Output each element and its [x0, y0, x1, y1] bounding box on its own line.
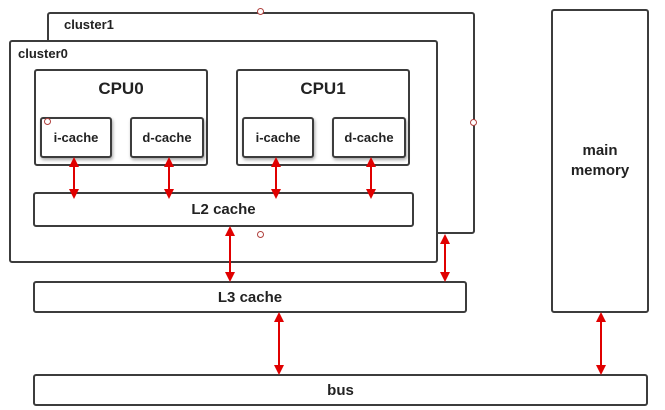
l3-cache: L3 cache: [33, 281, 467, 313]
cpu0-label: CPU0: [98, 79, 144, 98]
main-memory: main memory: [551, 9, 649, 313]
l2-cache: L2 cache: [33, 192, 414, 227]
connector-dot: [470, 119, 477, 126]
cpu1-icache: i-cache: [242, 117, 314, 158]
cluster0-label: cluster0: [18, 46, 68, 61]
connector-dot: [257, 8, 264, 15]
bus: bus: [33, 374, 648, 406]
cluster1-label: cluster1: [64, 17, 114, 32]
cpu1-label: CPU1: [300, 79, 346, 98]
cpu0-dcache: d-cache: [130, 117, 204, 158]
connector-dot: [257, 231, 264, 238]
connector-dot: [44, 118, 51, 125]
